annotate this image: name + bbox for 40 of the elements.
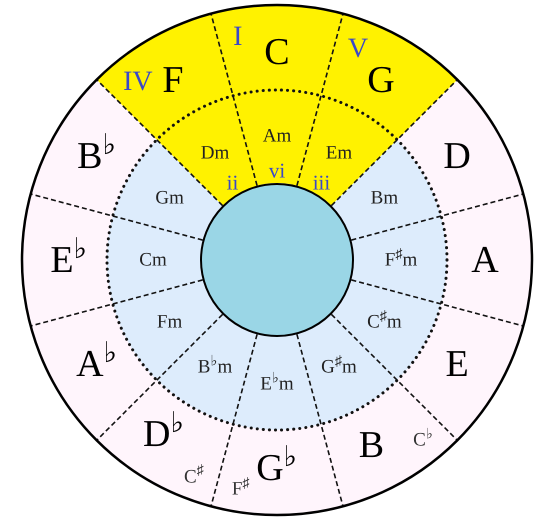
key-sector <box>156 96 258 206</box>
minor-key-label: Dm <box>200 143 230 162</box>
major-key-label: E <box>446 344 469 383</box>
major-key-label: G <box>367 60 395 99</box>
major-key-label: C <box>264 33 290 71</box>
roman-numeral-label: iii <box>312 172 330 194</box>
key-sector <box>441 194 532 326</box>
minor-key-label: Bm <box>370 188 398 208</box>
key-sector <box>211 424 343 515</box>
key-sector <box>22 194 113 326</box>
major-key-label: D <box>443 136 471 175</box>
minor-key-label: Cm <box>139 250 167 270</box>
minor-key-label: F$^{♯}$m <box>384 250 418 270</box>
key-sector <box>320 14 458 140</box>
minor-key-label: Gm <box>155 188 184 208</box>
roman-numeral-label: V <box>348 35 368 63</box>
roman-numeral-label: ii <box>226 172 238 194</box>
minor-key-label: G$^{♯}$m <box>321 358 357 377</box>
enharmonic-label: C$^{♭}$ <box>413 430 433 450</box>
major-key-label: B <box>358 426 384 464</box>
key-sector <box>320 380 458 506</box>
key-sector <box>211 5 343 96</box>
minor-key-label: C$^{♯}$m <box>367 312 402 332</box>
key-sector <box>107 216 203 304</box>
minor-key-label: B$^{♭}$m <box>198 358 232 377</box>
key-sector <box>233 334 321 430</box>
enharmonic-label: F$^{♯}$ <box>232 480 250 499</box>
key-sector <box>397 80 524 216</box>
roman-numeral-label: IV <box>123 68 153 96</box>
minor-key-label: Fm <box>156 312 182 332</box>
key-sector <box>96 380 233 506</box>
minor-key-label: E$^{♭}$m <box>260 374 294 394</box>
roman-numeral-label: vi <box>268 160 286 182</box>
major-key-label: F <box>162 60 184 99</box>
minor-key-label: Am <box>262 126 292 146</box>
minor-key-label: Em <box>326 143 352 162</box>
key-sector <box>351 216 447 304</box>
key-sector <box>296 96 398 206</box>
roman-numeral-label: I <box>233 23 242 52</box>
major-key-label: A <box>471 240 499 279</box>
